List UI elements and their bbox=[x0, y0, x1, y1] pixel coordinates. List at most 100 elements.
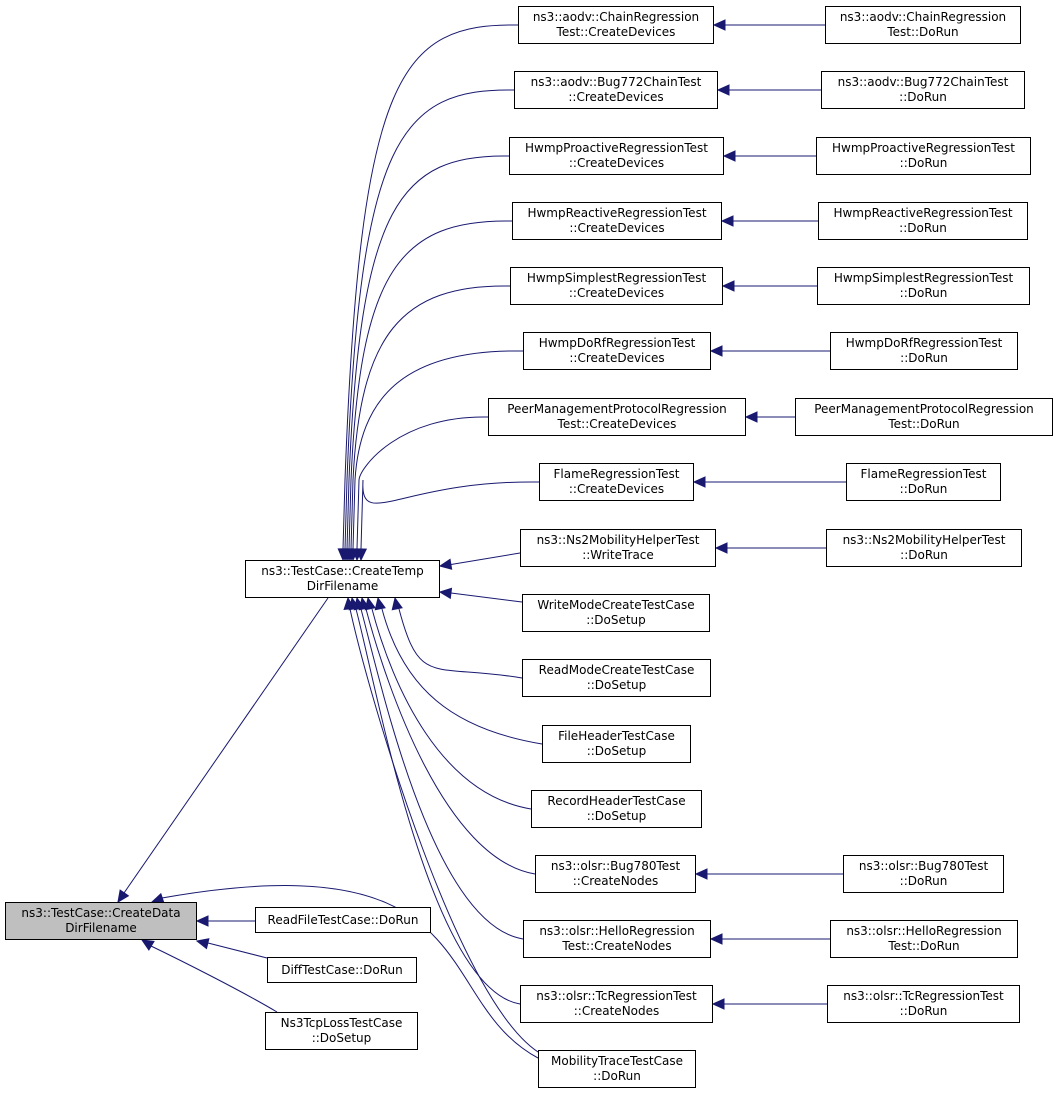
edge-arrowhead bbox=[744, 411, 758, 423]
node-label-line: HwmpReactiveRegressionTest bbox=[833, 206, 1013, 220]
node-label-line: ns3::TestCase::CreateData bbox=[21, 906, 181, 920]
edge-arrowhead bbox=[721, 280, 735, 292]
node-mobtrace[interactable]: MobilityTraceTestCase::DoRun bbox=[538, 1050, 696, 1088]
edge-hwmp_sim_cd bbox=[350, 285, 511, 550]
edge-temp-focus bbox=[123, 597, 329, 894]
node-label-line: ::CreateDevices bbox=[568, 286, 665, 300]
node-label-line: HwmpProactiveRegressionTest bbox=[832, 141, 1015, 155]
node-hwmp-rea-cd[interactable]: HwmpReactiveRegressionTest::CreateDevice… bbox=[512, 202, 722, 240]
node-hwmp-dorf-cd[interactable]: HwmpDoRfRegressionTest::CreateDevices bbox=[523, 332, 711, 370]
node-label-line: ns3::olsr::Bug780Test bbox=[858, 859, 989, 873]
edge-arrowhead bbox=[709, 933, 723, 945]
node-ns2-wt[interactable]: ns3::Ns2MobilityHelperTest::WriteTrace bbox=[520, 529, 716, 567]
node-recordheader[interactable]: RecordHeaderTestCase::DoSetup bbox=[531, 790, 702, 828]
node-label-line: Test::DoRun bbox=[887, 25, 959, 39]
node-olsr-bug-run[interactable]: ns3::olsr::Bug780Test::DoRun bbox=[843, 855, 1004, 893]
node-hwmp-rea-run[interactable]: HwmpReactiveRegressionTest::DoRun bbox=[818, 202, 1028, 240]
edge-arrowhead bbox=[722, 150, 736, 162]
node-label-line: FlameRegressionTest bbox=[553, 467, 680, 481]
node-label-line: ::DoRun bbox=[899, 90, 947, 104]
node-label-line: ns3::Ns2MobilityHelperTest bbox=[536, 533, 700, 547]
edge-arrowhead bbox=[714, 542, 728, 554]
node-fileheader[interactable]: FileHeaderTestCase::DoSetup bbox=[542, 725, 691, 763]
edge-arrowhead bbox=[117, 889, 130, 903]
node-label-line: HwmpDoRfRegressionTest bbox=[845, 336, 1003, 350]
node-readfile[interactable]: ReadFileTestCase::DoRun bbox=[255, 907, 431, 933]
node-label-line: ::CreateDevices bbox=[569, 221, 665, 235]
node-label-line: ReadModeCreateTestCase bbox=[538, 663, 695, 677]
node-writemode[interactable]: WriteModeCreateTestCase::DoSetup bbox=[522, 594, 710, 632]
node-diff[interactable]: DiffTestCase::DoRun bbox=[267, 957, 417, 983]
node-label-line: DirFilename bbox=[65, 921, 137, 935]
node-olsr-bug-cn[interactable]: ns3::olsr::Bug780Test::CreateNodes bbox=[535, 855, 696, 893]
edge-diff bbox=[207, 942, 268, 959]
node-label-line: PeerManagementProtocolRegression bbox=[814, 402, 1034, 416]
node-label-line: ns3::aodv::ChainRegression bbox=[532, 10, 700, 24]
node-label-line: Test::CreateDevices bbox=[556, 25, 676, 39]
edge-flame_cd bbox=[360, 479, 540, 550]
node-ns3tcp[interactable]: Ns3TcpLossTestCase::DoSetup bbox=[265, 1012, 418, 1050]
node-label-line: ::DoRun bbox=[900, 351, 948, 365]
node-label-line: ::DoRun bbox=[899, 221, 947, 235]
node-label-line: HwmpProactiveRegressionTest bbox=[525, 141, 708, 155]
node-label-line: MobilityTraceTestCase bbox=[551, 1054, 683, 1068]
node-label-line: WriteModeCreateTestCase bbox=[537, 598, 695, 612]
node-label-line: Ns3TcpLossTestCase bbox=[280, 1016, 403, 1030]
node-label-line: RecordHeaderTestCase bbox=[547, 794, 686, 808]
edge-aodv_bug_cd bbox=[344, 89, 515, 550]
node-label-line: HwmpSimplestRegressionTest bbox=[833, 271, 1014, 285]
node-olsr-tc-cn[interactable]: ns3::olsr::TcRegressionTest::CreateNodes bbox=[520, 985, 713, 1023]
node-label-line: ns3::aodv::Bug772ChainTest bbox=[530, 75, 702, 89]
edge-olsr_tc_cn bbox=[355, 608, 521, 1005]
node-olsr-tc-run[interactable]: ns3::olsr::TcRegressionTest::DoRun bbox=[827, 985, 1020, 1023]
node-ns2-run[interactable]: ns3::Ns2MobilityHelperTest::DoRun bbox=[826, 529, 1022, 567]
edge-arrowhead bbox=[709, 345, 723, 357]
edge-arrowhead bbox=[438, 587, 453, 600]
node-hwmp-pro-cd[interactable]: HwmpProactiveRegressionTest::CreateDevic… bbox=[509, 137, 724, 175]
node-hwmp-dorf-run[interactable]: HwmpDoRfRegressionTest::DoRun bbox=[830, 332, 1018, 370]
node-hwmp-pro-run[interactable]: HwmpProactiveRegressionTest::DoRun bbox=[816, 137, 1031, 175]
edge-arrowhead bbox=[374, 596, 386, 611]
edge-aodv_chain_cd bbox=[342, 24, 519, 550]
edge-hwmp_rea_cd bbox=[348, 220, 513, 550]
edge-olsr_bug_cn bbox=[365, 608, 536, 875]
node-label-line: ::DoRun bbox=[899, 874, 948, 888]
node-label-line: FileHeaderTestCase bbox=[558, 729, 675, 743]
node-label-line: ::DoRun bbox=[899, 1004, 948, 1018]
node-aodv-bug-run[interactable]: ns3::aodv::Bug772ChainTest::DoRun bbox=[821, 71, 1025, 109]
node-label-line: ::DoSetup bbox=[586, 678, 647, 692]
edge-arrowhead bbox=[692, 476, 706, 488]
edge-ns3tcp bbox=[150, 945, 278, 1013]
node-label-line: HwmpSimplestRegressionTest bbox=[526, 271, 707, 285]
node-label-line: Test::DoRun bbox=[888, 939, 960, 953]
node-label-line: FlameRegressionTest bbox=[860, 467, 987, 481]
node-label-line: PeerManagementProtocolRegression bbox=[507, 402, 727, 416]
node-label-line: ns3::olsr::TcRegressionTest bbox=[843, 989, 1004, 1003]
node-label-line: ::CreateDevices bbox=[569, 351, 665, 365]
edge-arrowhead bbox=[355, 548, 368, 562]
node-hwmp-sim-cd[interactable]: HwmpSimplestRegressionTest::CreateDevice… bbox=[510, 267, 723, 305]
node-label-line: ns3::Ns2MobilityHelperTest bbox=[842, 533, 1006, 547]
node-label-line: ::CreateDevices bbox=[568, 90, 664, 104]
node-aodv-bug-cd[interactable]: ns3::aodv::Bug772ChainTest::CreateDevice… bbox=[514, 71, 718, 109]
node-label-line: ::DoSetup bbox=[586, 809, 647, 823]
node-flame-cd[interactable]: FlameRegressionTest::CreateDevices bbox=[539, 463, 694, 501]
edge-olsr_hello_cn bbox=[360, 608, 524, 940]
node-label-line: ReadFileTestCase::DoRun bbox=[267, 912, 419, 927]
edge-mobtrace-focus bbox=[161, 885, 539, 1059]
node-hwmp-sim-run[interactable]: HwmpSimplestRegressionTest::DoRun bbox=[817, 267, 1030, 305]
node-label-line: ::DoRun bbox=[899, 482, 948, 496]
node-label-line: Test::CreateDevices bbox=[557, 417, 677, 431]
node-flame-run[interactable]: FlameRegressionTest::DoRun bbox=[846, 463, 1001, 501]
edge-arrowhead bbox=[391, 596, 403, 611]
node-readmode[interactable]: ReadModeCreateTestCase::DoSetup bbox=[522, 659, 711, 697]
